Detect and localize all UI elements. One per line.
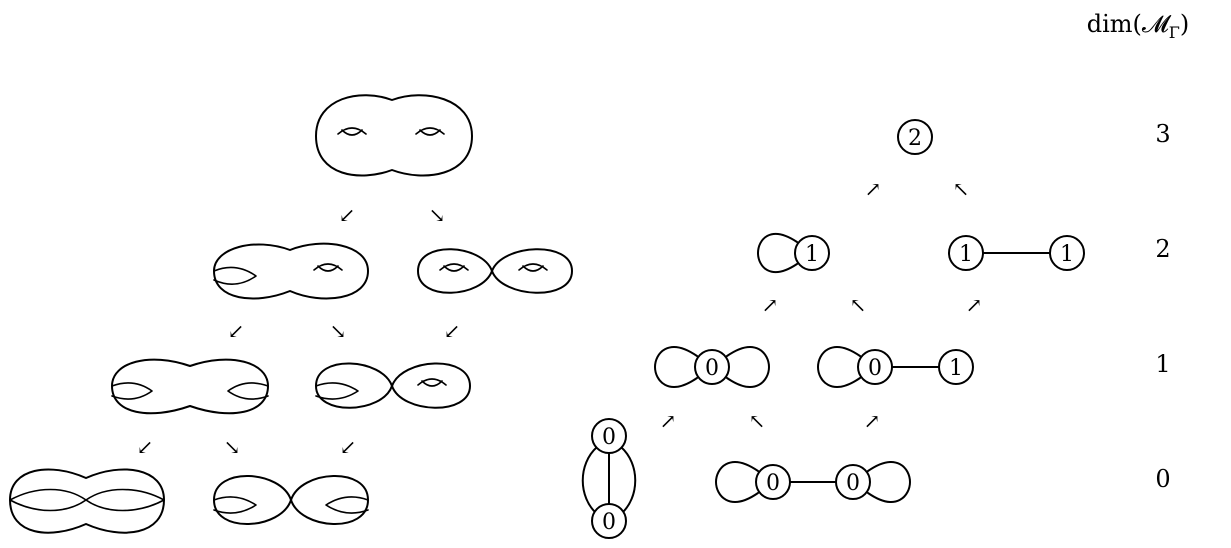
graph-vertex: [755, 464, 791, 500]
vertex-genus-label: 0: [868, 356, 882, 381]
arrow-down-left: ↙: [340, 435, 357, 459]
vertex-genus-label: 0: [602, 425, 616, 450]
graph-loop-edge: [867, 461, 911, 503]
graph-vertex: [938, 349, 974, 385]
graph-edge: [620, 446, 637, 515]
arrow-up-right: ↗: [660, 409, 677, 433]
surface-one-nonseparating-node: [213, 242, 369, 300]
surface-two-tori-separating-node: [417, 248, 573, 294]
vertex-genus-label: 0: [705, 356, 719, 381]
dimension-label-0: 0: [1155, 465, 1170, 493]
vertex-genus-label: 1: [805, 242, 819, 267]
graph-vertex: [1049, 235, 1085, 271]
graph-vertex: [857, 349, 893, 385]
surface-two-pinched-tori: [213, 475, 369, 525]
graph-loop-edge: [726, 346, 770, 388]
graph-vertex: [591, 418, 627, 454]
graph-vertex: [835, 464, 871, 500]
arrow-up-right: ↗: [762, 293, 779, 317]
graph-vertex: [897, 119, 933, 155]
vertex-genus-label: 1: [949, 356, 963, 381]
graph-theta-two-genus-0-vertices: 0 0: [581, 418, 637, 539]
surface-genus-2: [315, 94, 473, 177]
arrow-up-right: ↗: [865, 177, 882, 201]
surface-pinched-torus-and-torus: [315, 362, 471, 409]
arrow-down-right: ↘: [330, 319, 347, 343]
arrow-down-left: ↙: [339, 203, 356, 227]
graph-loop-vertex-genus-1: 1: [757, 232, 830, 274]
dimension-label-2: 2: [1155, 235, 1170, 263]
vertex-genus-label: 1: [959, 242, 973, 267]
dimension-axis-header: dim(𝓜Γ): [1087, 10, 1190, 42]
arrow-down-left: ↙: [228, 319, 245, 343]
graph-vertex: [591, 503, 627, 539]
arrow-up-left: ↖: [749, 409, 766, 433]
arrow-up-right: ↗: [966, 293, 983, 317]
dimension-label-3: 3: [1155, 120, 1170, 148]
graph-vertex: [694, 349, 730, 385]
vertex-genus-label: 0: [766, 471, 780, 496]
arrow-up-left: ↖: [953, 177, 970, 201]
graph-loop-edge: [817, 346, 861, 388]
graph-two-genus-1-vertices: 1 1: [948, 235, 1085, 271]
vertex-genus-label: 0: [602, 510, 616, 535]
graph-vertex: [948, 235, 984, 271]
arrow-down-left: ↙: [444, 319, 461, 343]
arrow-up-left: ↖: [850, 293, 867, 317]
graph-dumbbell-two-genus-0-vertices: 0 0: [715, 461, 911, 503]
arrow-down-right: ↘: [429, 203, 446, 227]
graph-loop-edge: [757, 232, 798, 274]
graph-edge: [581, 446, 598, 515]
graph-single-vertex-genus-2: 2: [897, 119, 933, 155]
graph-two-loops-vertex-genus-0: 0: [654, 346, 770, 388]
dimension-label-1: 1: [1155, 350, 1170, 378]
arrow-up-right: ↗: [864, 409, 881, 433]
graph-loop-vertex-and-genus-1-vertex: 0 1: [817, 346, 974, 388]
svg-text:dim(𝓜Γ): dim(𝓜Γ): [1087, 10, 1190, 42]
arrow-down-right: ↘: [224, 435, 241, 459]
graph-loop-edge: [715, 461, 759, 503]
vertex-genus-label: 0: [846, 471, 860, 496]
vertex-genus-label: 2: [908, 126, 922, 151]
surface-theta-degeneration: [9, 468, 165, 534]
graph-vertex: [794, 235, 830, 271]
vertex-genus-label: 1: [1060, 242, 1074, 267]
graph-loop-edge: [654, 346, 698, 388]
arrow-down-left: ↙: [137, 435, 154, 459]
surface-two-nonseparating-nodes: [111, 358, 269, 415]
